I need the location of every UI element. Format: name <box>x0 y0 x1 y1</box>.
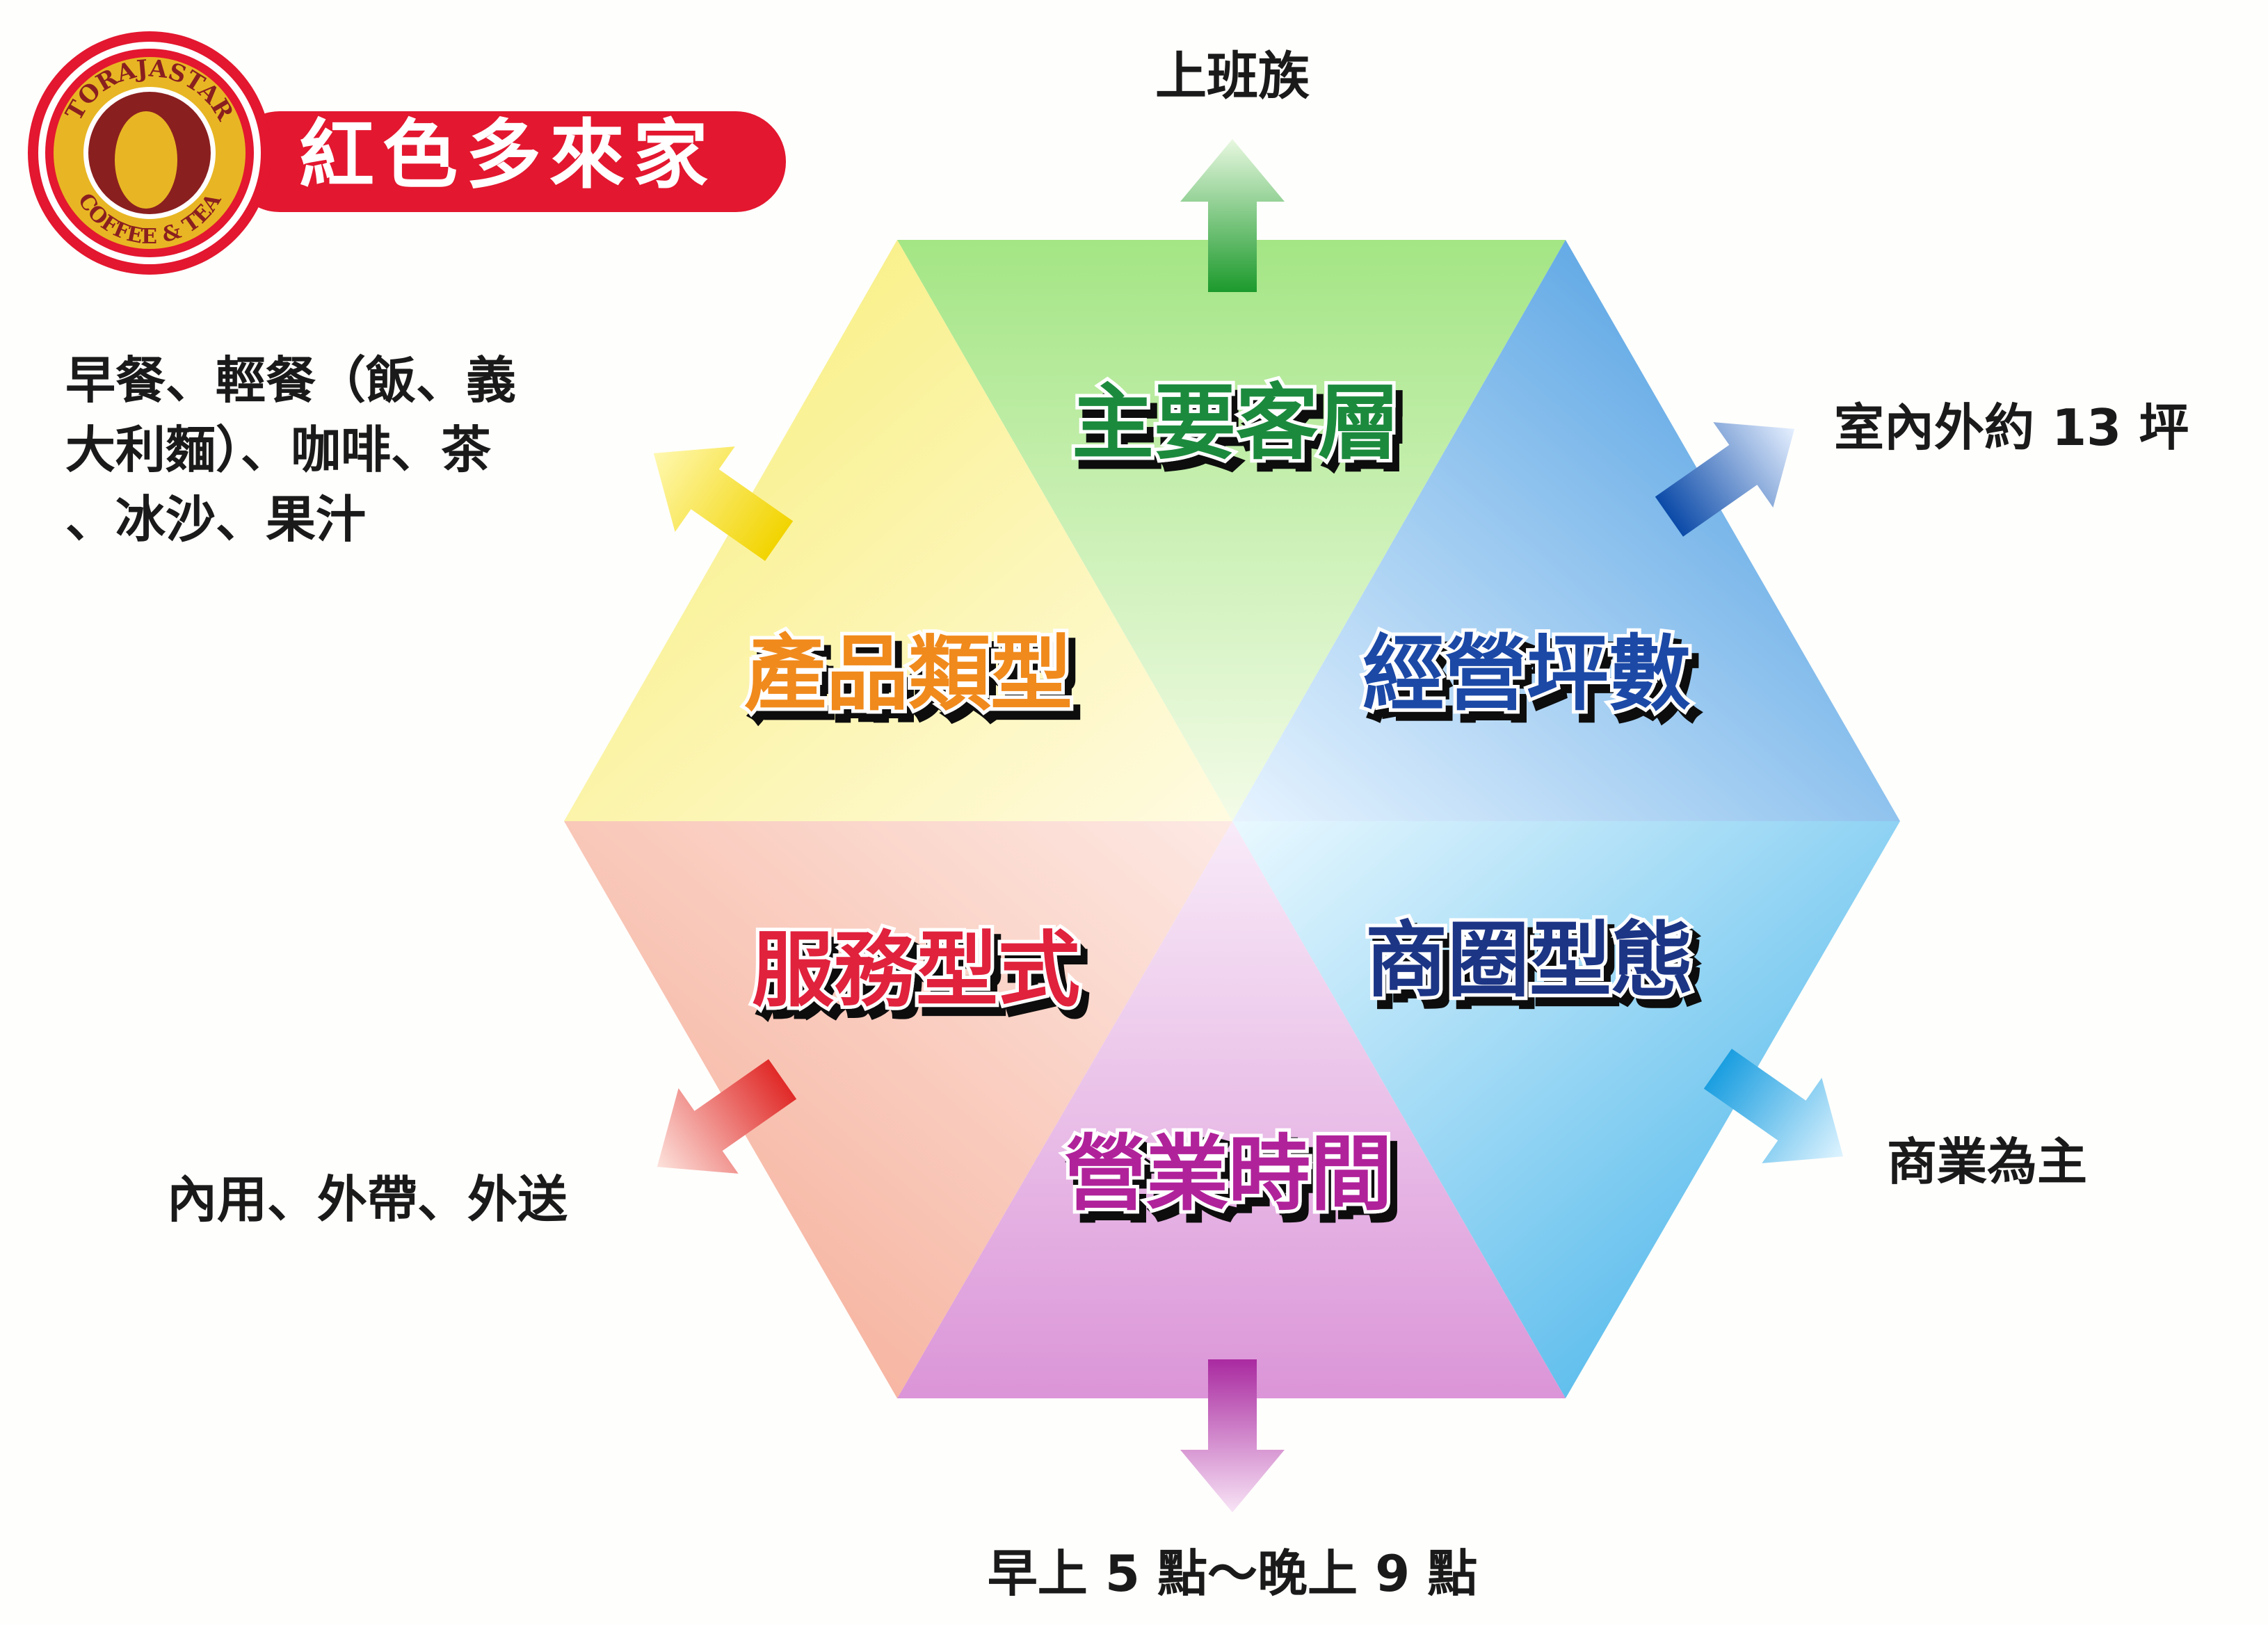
brand-logo: TORAJASTAR COFFEE & TEA 紅色多來家 <box>28 31 786 275</box>
detail-trade-area: 商業為主 <box>1887 1133 2087 1191</box>
segment-service <box>564 821 1232 1398</box>
detail-service: 內用、外帶、外送 <box>167 1170 568 1229</box>
segment-hours <box>897 821 1566 1398</box>
detail-floor-area: 室內外約 13 坪 <box>1834 398 2189 457</box>
label-customers: 主要客層 <box>1072 375 1400 471</box>
siren-figure-icon <box>115 111 177 209</box>
detail-products-line: 早餐、輕餐（飯、義 <box>65 351 516 410</box>
label-products: 產品類型 <box>744 626 1072 722</box>
segment-products <box>564 240 1232 821</box>
detail-customers: 上班族 <box>1155 47 1310 106</box>
brand-name: 紅色多來家 <box>299 112 716 199</box>
hexagon <box>564 240 1900 1398</box>
label-hours: 營業時間 <box>1064 1126 1392 1222</box>
segment-floor-area <box>1232 240 1900 821</box>
detail-products-line: 大利麵）、咖啡、茶 <box>65 421 492 479</box>
segment-trade-area <box>1232 821 1900 1398</box>
detail-hours: 早上 5 點～晚上 9 點 <box>988 1544 1477 1603</box>
segment-labels: 主要客層 經營坪數 商圈型態 營業時間 服務型式 產品類型 <box>741 371 1697 1225</box>
label-floor-area: 經營坪數 <box>1362 626 1691 722</box>
detail-products-line: 、冰沙、果汁 <box>65 490 366 549</box>
brand-banner <box>230 111 786 212</box>
segment-customers <box>897 240 1566 821</box>
label-service: 服務型式 <box>752 922 1080 1018</box>
label-trade-area: 商圈型態 <box>1365 912 1694 1008</box>
